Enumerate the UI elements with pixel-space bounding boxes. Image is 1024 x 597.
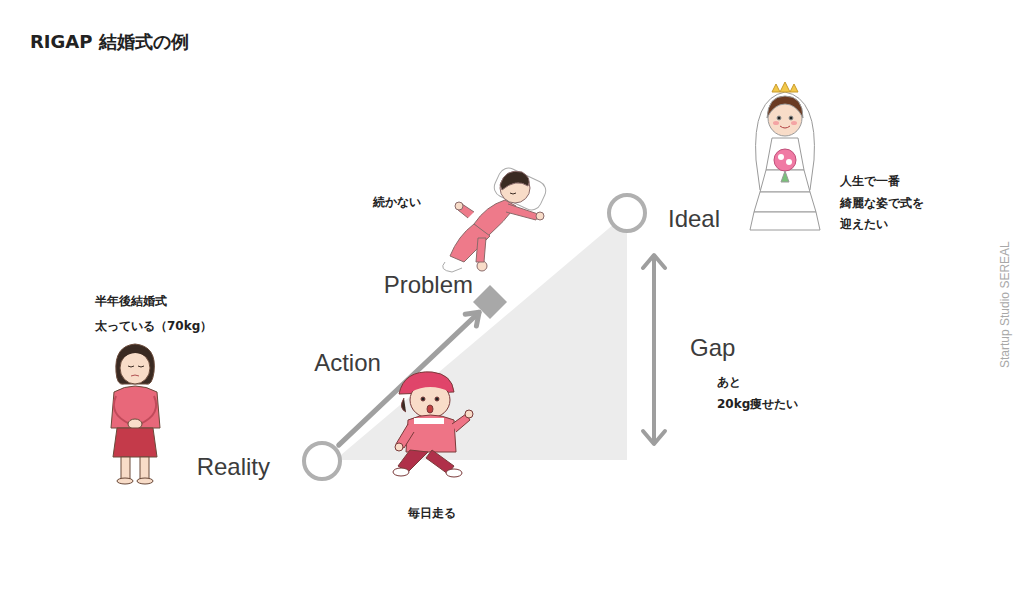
problem-diamond: Problem (473, 285, 507, 319)
note-text: あと 20kg痩せたい (717, 372, 821, 415)
node-outline (607, 193, 647, 233)
watermark: Startup Studio SEREAL (999, 241, 1011, 368)
sleeping-figure (443, 165, 549, 272)
edge-label: Action (312, 350, 383, 376)
circle-outline (304, 443, 340, 479)
arrow-head (465, 312, 479, 326)
stage-circle: Ideal (607, 193, 647, 233)
note-text: 半年後結婚式 (95, 291, 167, 313)
note-text: 毎日走る (408, 503, 456, 525)
gap-label: Gap (690, 335, 735, 361)
gap-arrow (643, 255, 665, 444)
bride-figure (750, 82, 820, 230)
note-text: 人生で一番 綺麗な姿で式を 迎えたい (840, 171, 952, 236)
stage-label: Reality (197, 454, 270, 480)
node-outline (302, 441, 342, 481)
stage-circle: Reality (302, 441, 342, 481)
note-text: 太っている（70kg） (95, 316, 212, 338)
runner-figure (393, 372, 473, 477)
woman-figure (111, 344, 160, 484)
stage-label: Problem (384, 272, 473, 298)
node-outline (473, 285, 507, 319)
diagram-title: RIGAP 結婚式の例 (30, 30, 189, 54)
gap-triangle (335, 213, 627, 460)
stage-label: Ideal (668, 206, 720, 232)
circle-outline (609, 195, 645, 231)
diamond-outline (473, 285, 507, 319)
note-text: 続かない (373, 192, 421, 214)
